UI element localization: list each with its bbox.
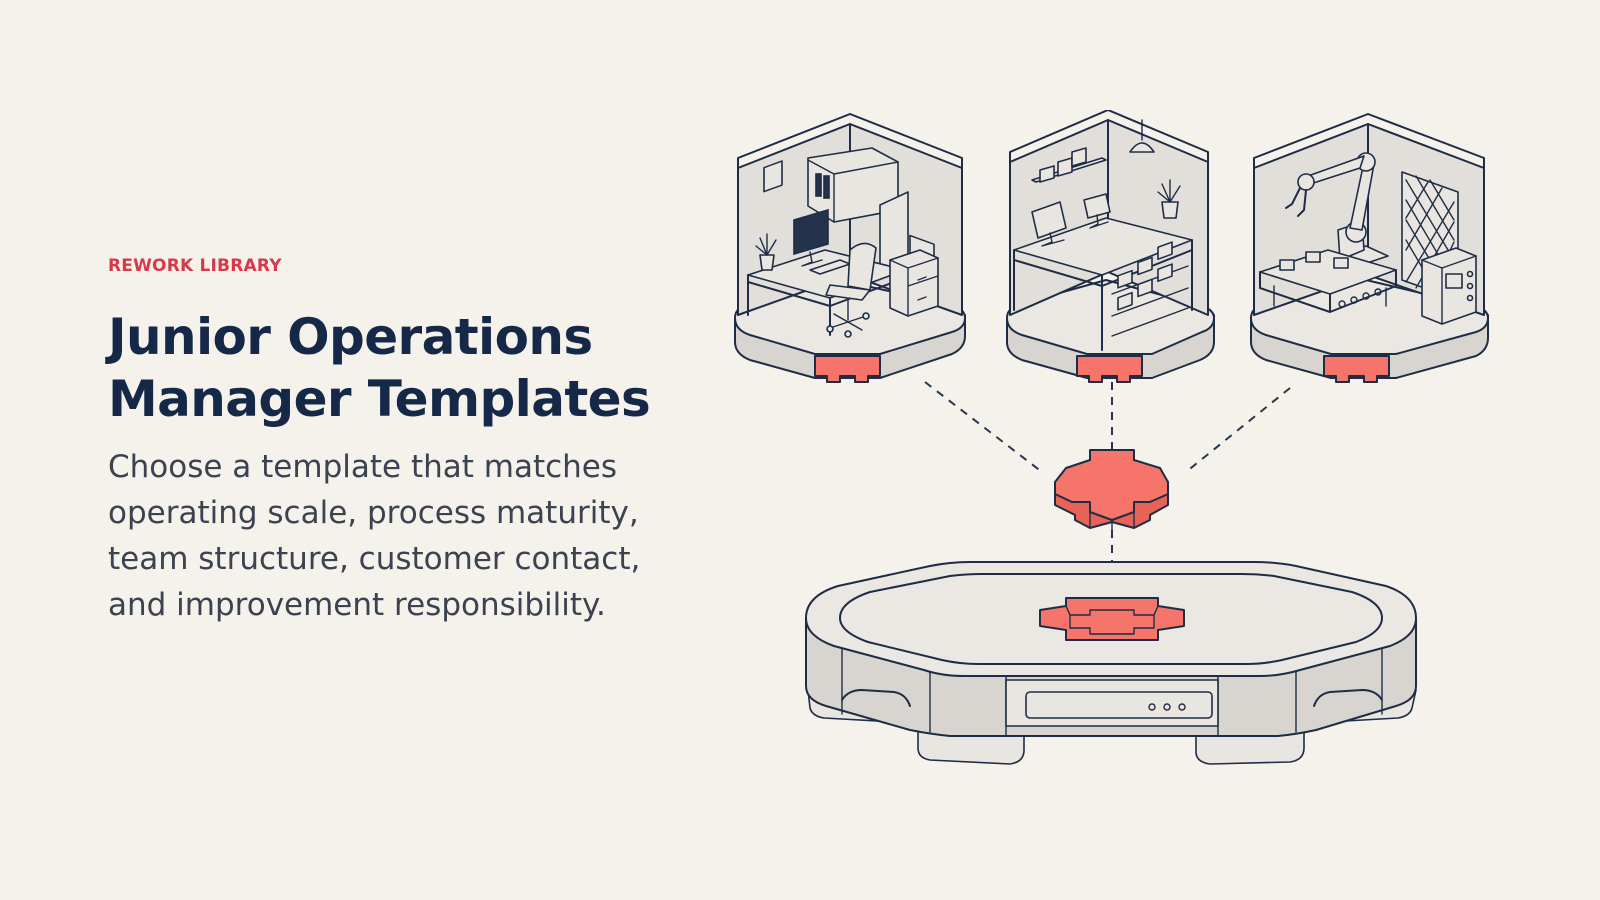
cross-connector-icon	[1054, 449, 1169, 531]
office-desk-module-icon	[734, 113, 966, 383]
hero-text-block: REWORK LIBRARY Junior Operations Manager…	[108, 256, 668, 628]
eyebrow-label: REWORK LIBRARY	[108, 256, 282, 276]
base-platform-icon	[805, 561, 1417, 765]
retail-counter-module-icon	[1006, 110, 1215, 383]
page-title: Junior Operations Manager Templates	[108, 306, 668, 430]
title-line-2: Manager Templates	[108, 370, 651, 428]
title-line-1: Junior Operations	[108, 308, 593, 366]
page-subtitle: Choose a template that matches operating…	[108, 449, 641, 623]
modular-template-illustration	[730, 110, 1530, 790]
robotic-factory-module-icon	[1250, 113, 1489, 383]
